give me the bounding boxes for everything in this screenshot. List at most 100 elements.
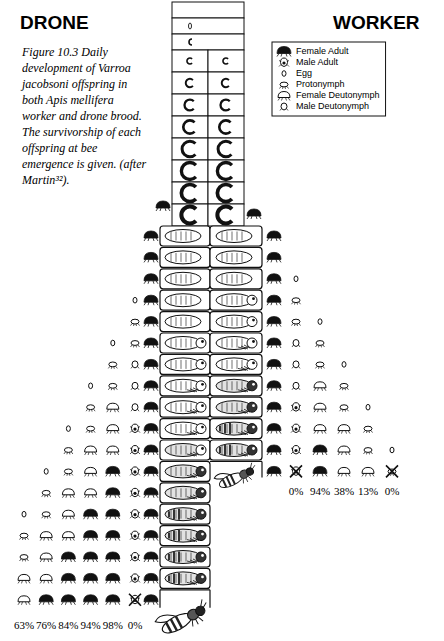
larva-cell [208,72,244,94]
survival-percent: 13% [358,485,378,498]
female-deutonymph-mite [62,489,74,498]
bee-larva [222,79,229,87]
mite-legs [338,431,350,434]
mite-body [132,404,138,411]
protonymph-mite [108,362,117,369]
pupa-eye [201,426,204,429]
mite-body [313,466,327,473]
mite-legs [130,576,140,582]
mite-body [131,319,139,324]
pupa-legs [187,452,199,456]
pupa-legs [238,345,250,349]
column-heading: WORKER [333,12,420,34]
mite-body [338,467,350,473]
survival-percent: 38% [334,485,354,498]
pupa-segments [222,296,242,305]
pupa-head [247,445,257,455]
legend-text: Egg [296,68,312,79]
mite-legs [144,602,158,605]
mite-legs [144,495,158,498]
mite-body [132,510,139,519]
drone-cell [160,440,210,460]
mite-body [340,405,348,410]
female-deutonymph-mite [278,92,290,101]
figure-caption: Figure 10.3 Daily development of Varroa … [22,44,150,188]
worker-cell [210,354,262,374]
bee-pupa [165,230,201,243]
mite-egg [318,319,322,325]
protonymph-mite [86,426,95,433]
pupa-legs [187,516,199,520]
mite-legs [130,469,140,475]
female-adult-mite [247,209,261,219]
mite-body [293,340,299,347]
bee-stripes [222,475,235,488]
larva-cell [208,50,244,72]
bee-pupa [165,337,206,350]
mite-legs [144,238,158,241]
mite-legs [316,366,325,368]
mite-body [132,382,138,389]
egg-shell [294,276,298,282]
female-adult-mite [84,509,98,519]
pupa-segments [171,467,191,476]
mite-legs [267,473,281,476]
mite-legs [130,427,140,433]
bee-larva [181,206,196,223]
female-adult-mite [144,338,158,348]
egg-shell [342,362,346,368]
mite-body [293,403,300,412]
mite-body [106,552,120,559]
pupa-head [196,552,206,562]
mite-body [144,402,158,409]
mite-body [144,317,158,324]
mite-legs [61,580,75,583]
male-adult-mite [130,424,140,433]
pupa-eye [252,447,255,450]
mite-legs [144,580,158,583]
protonymph-mite [64,448,73,455]
mite-body [314,425,326,431]
drone-cell [160,504,210,524]
pupa-eye [201,469,204,472]
bee-pupa [165,486,206,499]
mite-body [87,426,95,431]
protonymph-mite [108,383,117,390]
pupa-eye [252,362,255,365]
pupa-segments [222,232,242,241]
pupa-head [196,445,206,455]
pupa-head [247,402,257,412]
protonymph-mite [340,383,349,390]
pupa-legs [187,431,199,435]
bee-larva [218,141,231,157]
pupa-eye [201,511,204,514]
mite-legs [85,473,97,476]
female-deutonymph-mite [362,467,374,476]
pupa-legs [187,559,199,563]
bee-pupa [216,294,257,307]
pupa-segments [222,381,242,390]
mite-legs [40,580,52,583]
male-adult-mite [279,58,289,67]
mite-legs [291,427,301,433]
mite-legs [64,452,73,454]
mite-body [144,531,158,538]
mite-body [144,595,158,602]
worker-cell [210,419,262,439]
drone-cell [160,376,210,396]
survival-percent: 0% [289,485,304,498]
mite-body [277,47,291,54]
female-adult-mite [267,231,281,241]
mite-body [144,338,158,345]
pupa-head [196,359,206,369]
female-adult-mite [267,338,281,348]
mite-legs [84,516,98,519]
mite-legs [85,495,97,498]
mite-legs [20,559,29,561]
mite-legs [278,98,290,101]
mite-body [64,469,72,474]
larva-cell [208,116,244,138]
bee-legs [237,462,260,484]
mite-spot [294,406,297,409]
survival-percent: 94% [310,485,330,498]
